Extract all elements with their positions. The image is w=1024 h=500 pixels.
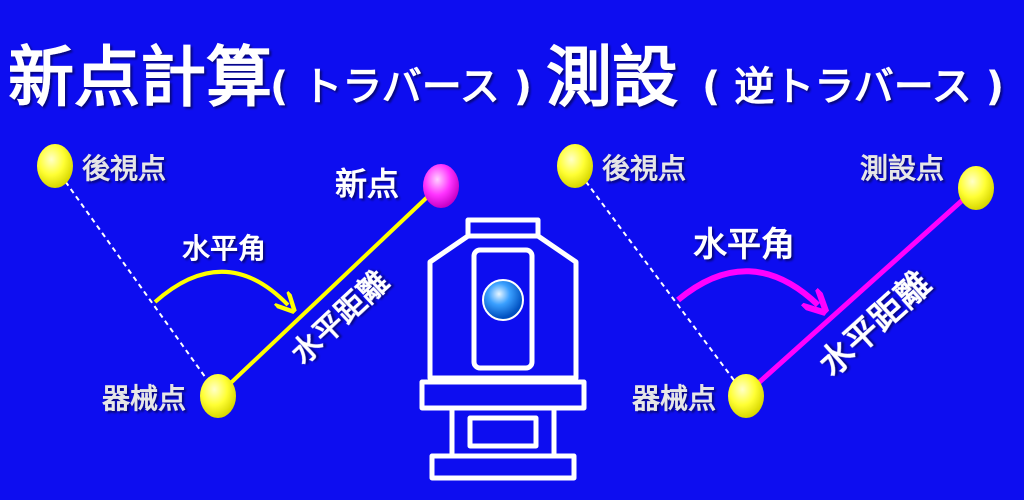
right-instrument-label: 器械点 [631,382,716,415]
left-angle-label: 水平角 [182,232,266,265]
left-title-paren: ( トラバース ) [270,64,532,110]
right-backsight-point [557,144,593,188]
right-stakeout-point [958,166,994,210]
left-backsight-point [37,144,73,188]
left-backsight-label: 後視点 [82,152,166,185]
total-station-icon [419,217,587,481]
left-new-point-label: 新点 [335,165,399,203]
right-distance-line [743,186,978,397]
right-title-main: 測設 [546,39,678,116]
left-instrument-label: 器械点 [101,382,186,415]
left-panel: 新点計算 ( トラバース ) 後視点 新点 水平角 水平距離 器械点 [8,39,532,418]
right-backsight-label: 後視点 [602,152,686,185]
left-distance-line [216,183,442,397]
left-backsight-line [54,166,219,396]
right-backsight-line [574,166,746,396]
left-instrument-point [200,374,236,418]
left-title-main: 新点計算 [8,39,272,116]
left-new-point [423,164,459,208]
right-angle-label: 水平角 [693,225,795,265]
right-instrument-point [728,374,764,418]
left-angle-arc [153,269,288,305]
right-angle-arc [676,268,818,305]
right-stakeout-label: 測設点 [860,152,944,185]
right-distance-label: 水平距離 [811,264,939,385]
right-title-paren: ( 逆トラバース ) [702,64,1004,110]
right-panel: 測設 ( 逆トラバース ) 後視点 測設点 水平角 水平距離 器械点 [546,39,1004,418]
telescope-lens [482,279,524,321]
